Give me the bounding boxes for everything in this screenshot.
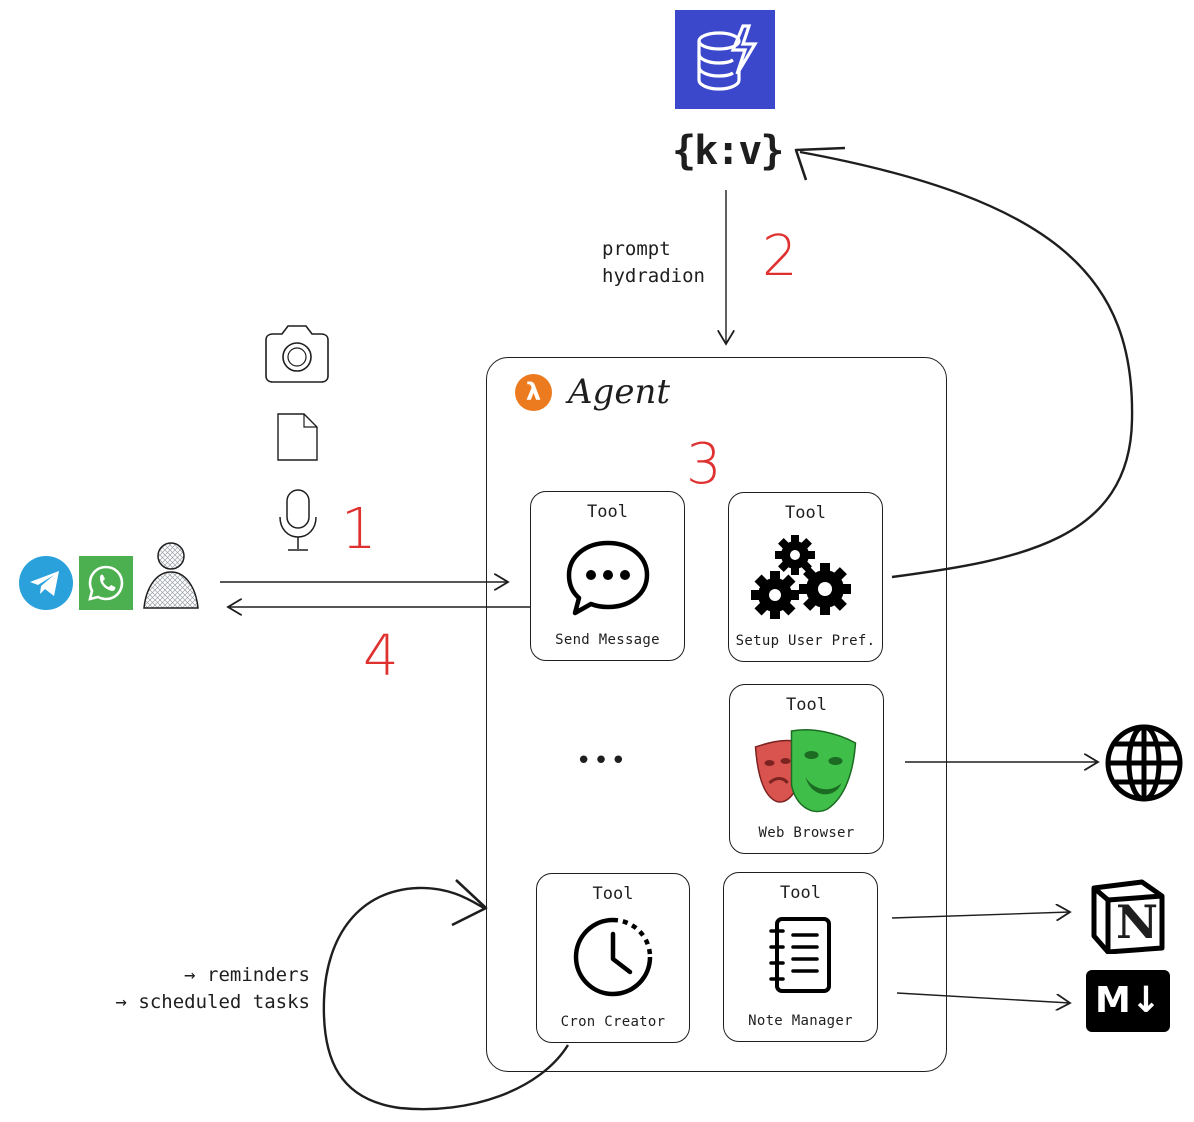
theater-masks-icon (754, 728, 856, 813)
step-2-number: 2 (762, 224, 798, 289)
tool-note-manager[interactable]: Tool Note Manager (723, 872, 878, 1042)
file-icon (277, 413, 318, 461)
tool-cron-creator[interactable]: Tool Cron Creator (536, 873, 690, 1043)
notebook-icon (768, 917, 831, 993)
user-icon (143, 542, 199, 609)
note-scheduled-tasks: → scheduled tasks (115, 991, 310, 1013)
tool-label: Send Message (555, 632, 660, 648)
whatsapp-icon (79, 556, 133, 610)
tool-head: Tool (780, 883, 821, 903)
cron-notes: → reminders → scheduled tasks (100, 962, 310, 1016)
step-1-number: 1 (341, 497, 377, 562)
tool-send-message[interactable]: Tool Send Message (530, 491, 685, 661)
notes-to-markdown-arrow (896, 992, 1070, 1003)
tool-head: Tool (587, 502, 628, 522)
tool-setup-user-pref[interactable]: Tool Setup User Pref. (728, 492, 883, 662)
tool-head: Tool (786, 695, 827, 715)
clock-icon (573, 917, 653, 997)
lambda-icon: λ (515, 374, 552, 411)
cron-loop-arrow (322, 886, 570, 1111)
more-tools-ellipsis: ••• (576, 746, 629, 776)
note-reminders: → reminders (184, 964, 310, 986)
gears-icon (750, 535, 851, 619)
notes-to-notion-arrow (891, 912, 1070, 918)
tool-label: Note Manager (748, 1013, 853, 1029)
tool-label: Cron Creator (560, 1014, 666, 1030)
lambda-symbol: λ (525, 378, 542, 406)
agent-container (486, 357, 947, 1072)
microphone-icon (279, 489, 317, 551)
tool-label: Web Browser (758, 825, 855, 841)
step-3-number: 3 (686, 432, 722, 497)
telegram-icon (19, 556, 73, 610)
prompt-hydration-label: prompt hydradion (602, 236, 705, 290)
prompt-label-line2: hydradion (602, 265, 705, 287)
notion-letter: N (1115, 895, 1159, 949)
tool-head: Tool (785, 503, 826, 523)
tool-label: Setup User Pref. (735, 633, 876, 649)
chat-bubble-icon (566, 540, 649, 616)
globe-icon (1105, 724, 1183, 802)
preferences-arrowhead (794, 146, 846, 181)
cron-loop-arrowhead (451, 879, 488, 927)
notion-icon: N (1090, 878, 1166, 954)
tool-web-browser[interactable]: Tool Web Browser (729, 684, 884, 854)
dynamodb-icon (675, 10, 775, 109)
prompt-label-line1: prompt (602, 238, 671, 260)
tool-head: Tool (592, 884, 634, 904)
markdown-icon: M↓ (1086, 970, 1170, 1032)
markdown-text: M↓ (1095, 980, 1161, 1021)
preferences-to-kv-arrow (799, 150, 1134, 579)
kv-store-label: {k:v} (672, 128, 784, 174)
camera-icon (265, 325, 329, 383)
agent-title: Agent (568, 372, 670, 412)
step-4-number: 4 (363, 624, 399, 689)
